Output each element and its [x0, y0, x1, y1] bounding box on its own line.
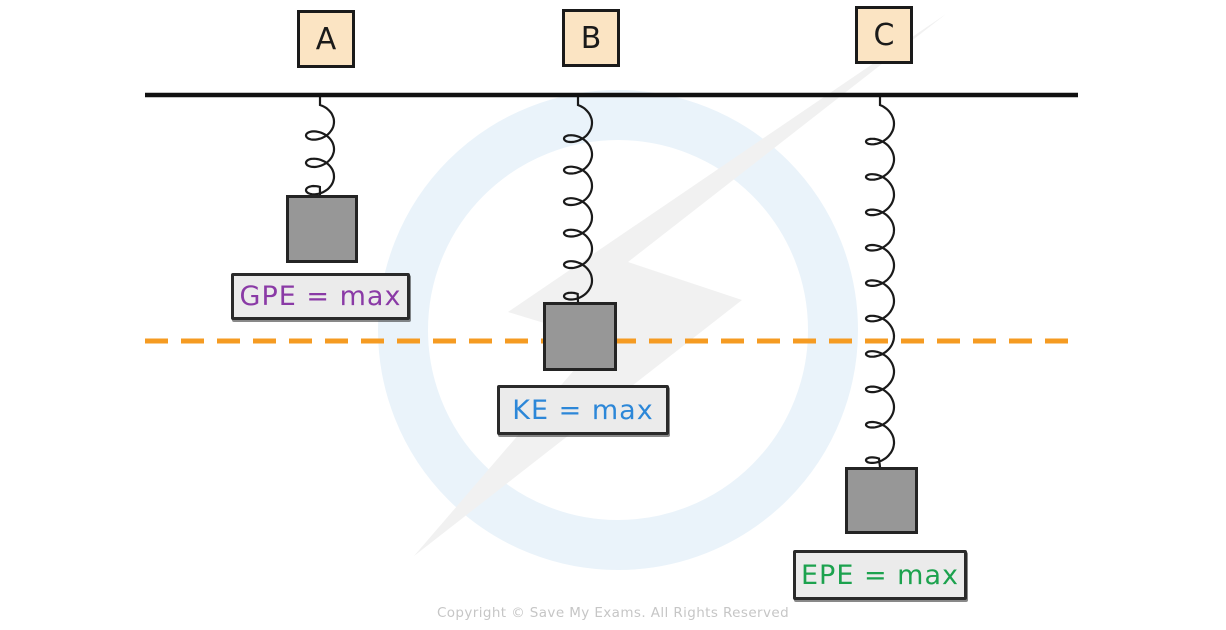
- spring-c: [864, 93, 896, 469]
- mass-block-b: [543, 302, 617, 371]
- position-label-a: A: [297, 10, 355, 68]
- energy-label-ke-text: KE = max: [512, 394, 654, 426]
- energy-label-epe-text: EPE = max: [800, 559, 959, 591]
- copyright-text: Copyright © Save My Exams. All Rights Re…: [436, 605, 790, 621]
- energy-label-ke: KE = max: [497, 385, 669, 435]
- watermark-ring-icon: [378, 90, 858, 570]
- mass-block-c: [845, 467, 918, 534]
- mass-block-a: [286, 195, 358, 263]
- position-label-b: B: [562, 9, 620, 67]
- energy-label-epe: EPE = max: [793, 550, 967, 600]
- energy-label-gpe: GPE = max: [231, 273, 410, 320]
- spring-b: [562, 93, 594, 304]
- spring-a: [304, 93, 336, 197]
- energy-label-gpe-text: GPE = max: [239, 281, 402, 312]
- springs-group: [304, 93, 896, 469]
- position-label-c: C: [855, 6, 913, 64]
